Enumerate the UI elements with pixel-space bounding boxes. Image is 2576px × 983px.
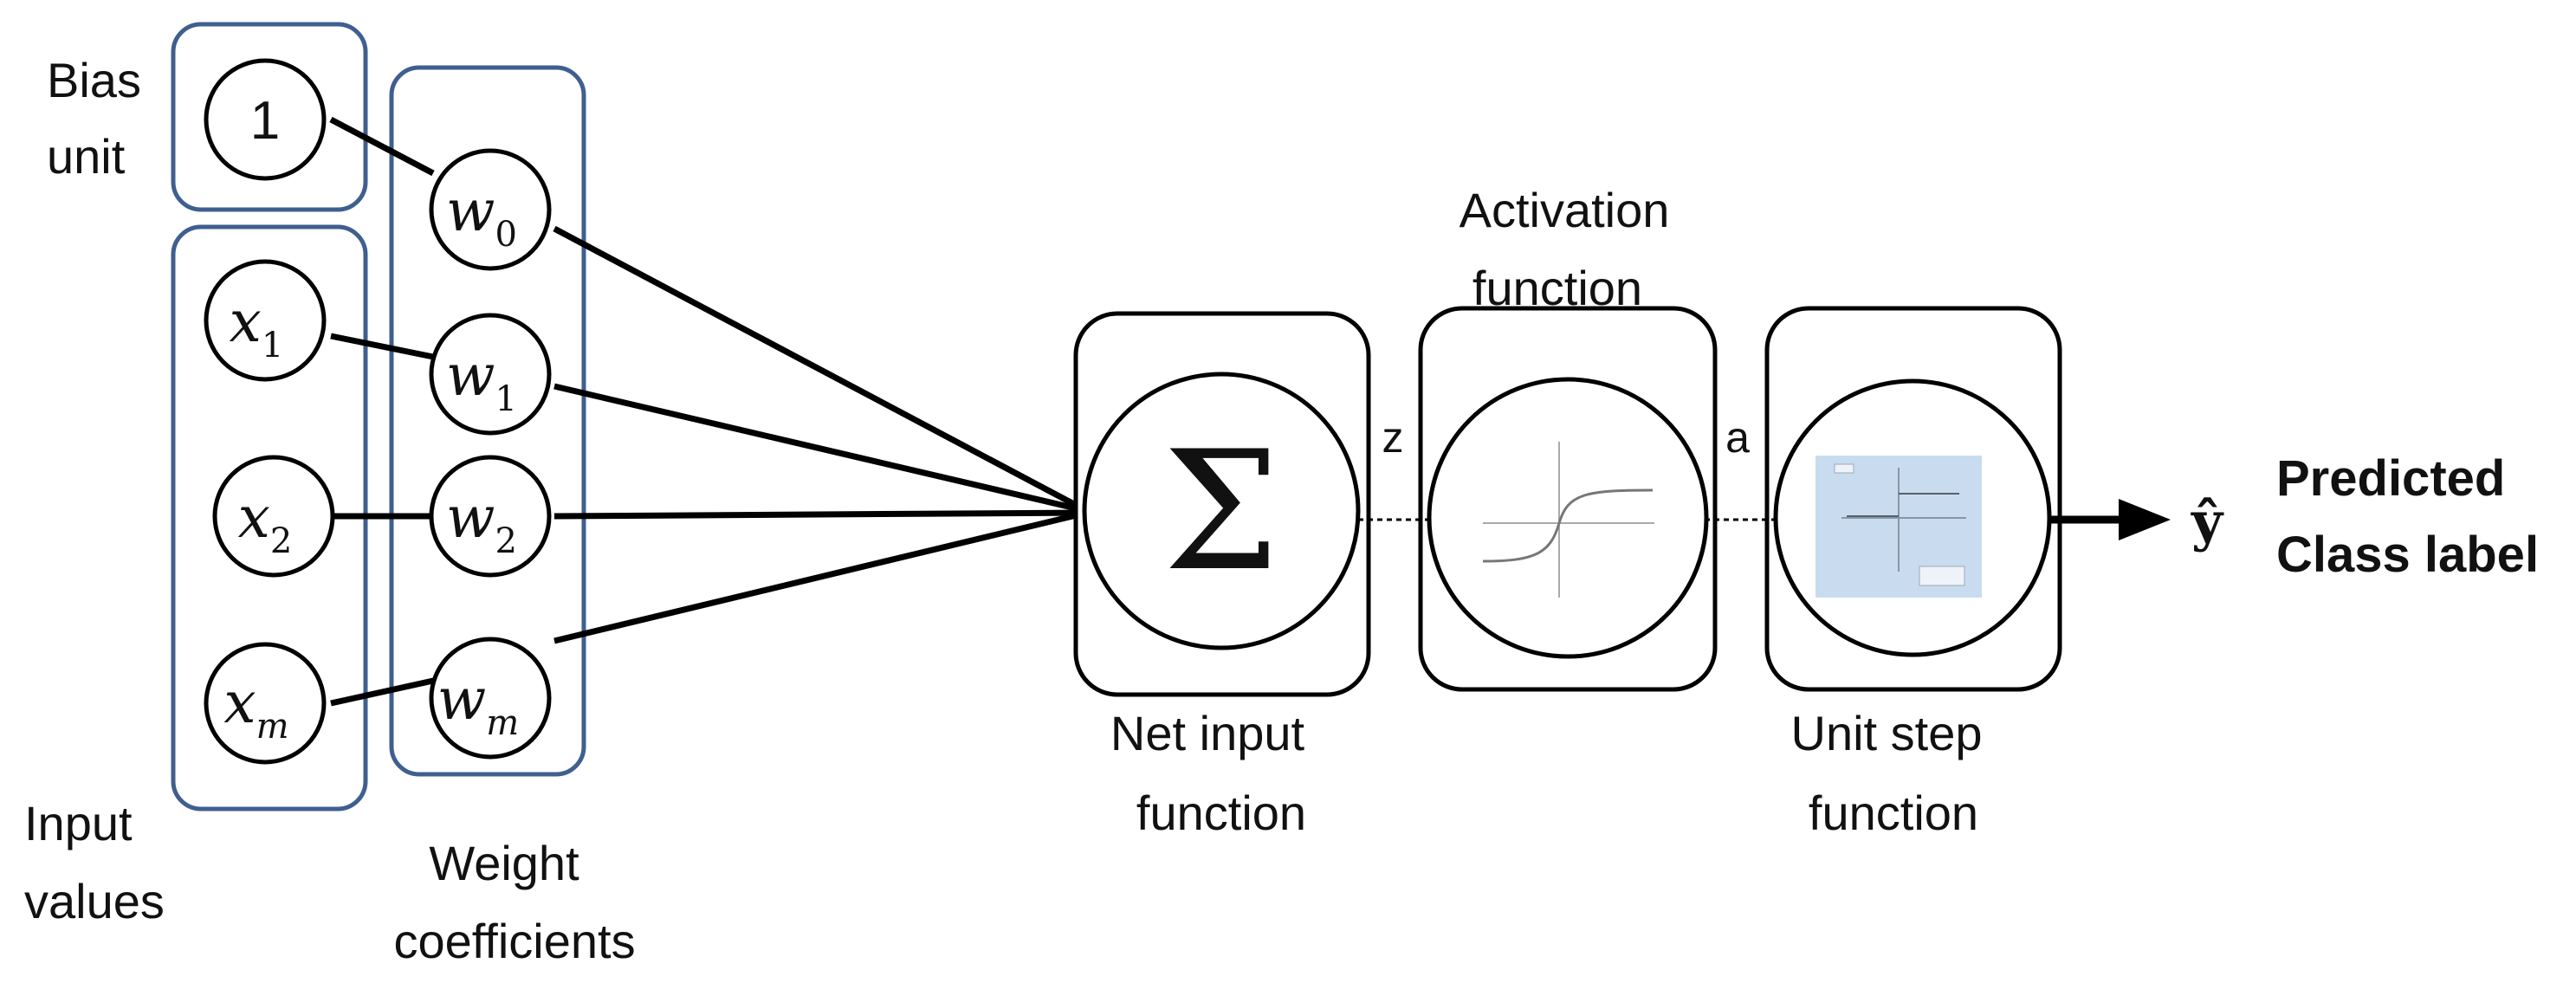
weight-label-line2: coefficients [393, 914, 635, 968]
input-xm-base: x [223, 669, 256, 736]
svg-text:wm: wm [437, 666, 519, 743]
activation-label-line2: function [1472, 261, 1642, 315]
edge-wm-sum [553, 509, 1088, 644]
svg-text:w0: w0 [446, 178, 517, 255]
weight-w2-base: w [446, 484, 495, 551]
z-label: z [1382, 413, 1404, 462]
predicted-label-line2: Class label [2276, 527, 2539, 583]
weight-w1-sub: 1 [495, 379, 517, 419]
bias-label-line2: unit [47, 129, 126, 184]
connections [329, 116, 1089, 707]
output-arrow-head [2119, 499, 2171, 540]
input-x1-sub: 1 [262, 326, 283, 365]
input-node-x2: x2 [212, 455, 335, 578]
sum-symbol: Σ [1163, 416, 1279, 607]
net-input-label-line2: function [1136, 786, 1306, 840]
bias-group-box [171, 22, 368, 212]
unit-step-label-line2: function [1809, 786, 1978, 840]
edge-xm-wm [330, 677, 434, 707]
net-input-label-line1: Net input [1110, 706, 1305, 760]
weight-w0-base: w [446, 178, 495, 244]
edge-x1-w1 [330, 333, 434, 360]
svg-text:x1: x1 [230, 288, 284, 365]
weight-label-line1: Weight [429, 836, 579, 890]
bias-node [204, 58, 327, 181]
edge-w0-sum [553, 225, 1089, 514]
activation-label-line1: Activation [1460, 183, 1670, 237]
input-label-line1: Input [24, 796, 133, 850]
svg-text:x2: x2 [238, 484, 293, 561]
predicted-label-line1: Predicted [2276, 450, 2505, 507]
input-node-xm: xm [204, 642, 327, 765]
edge-w1-sum [553, 383, 1088, 514]
weight-wm-sub: m [486, 703, 519, 743]
weight-group-box [389, 65, 586, 777]
svg-text:w2: w2 [446, 484, 517, 561]
input-x2-base: x [238, 484, 270, 551]
weight-w1-base: w [446, 342, 495, 409]
input-x1-base: x [230, 288, 262, 355]
net-input-circle [1082, 372, 1361, 650]
bias-label-line1: Bias [47, 53, 141, 107]
bias-node-value: 1 [250, 91, 280, 151]
edge-w2-sum [553, 509, 1088, 520]
unit-step-label-line1: Unit step [1791, 706, 1983, 760]
input-node-x1: x1 [204, 259, 327, 382]
a-label: a [1725, 413, 1750, 462]
input-x2-sub: 2 [270, 521, 292, 561]
input-label-line2: values [24, 874, 165, 928]
weight-node-wm: wm [429, 637, 552, 760]
weight-w0-sub: 0 [495, 215, 517, 255]
weight-node-w2: w2 [429, 455, 552, 578]
weight-node-w1: w1 [429, 313, 552, 436]
svg-text:w1: w1 [446, 342, 517, 419]
edge-bias-w0 [329, 116, 435, 177]
output-symbol: ŷ [2191, 490, 2224, 553]
input-xm-sub: m [256, 707, 289, 747]
weight-wm-base: w [437, 666, 487, 733]
weight-w2-sub: 2 [495, 521, 517, 561]
weight-node-w0: w0 [429, 148, 552, 271]
sigmoid-plot-icon [1482, 442, 1654, 598]
step-plot-icon [1815, 456, 1982, 598]
svg-text:xm: xm [223, 669, 288, 747]
activation-circle [1427, 377, 1709, 659]
